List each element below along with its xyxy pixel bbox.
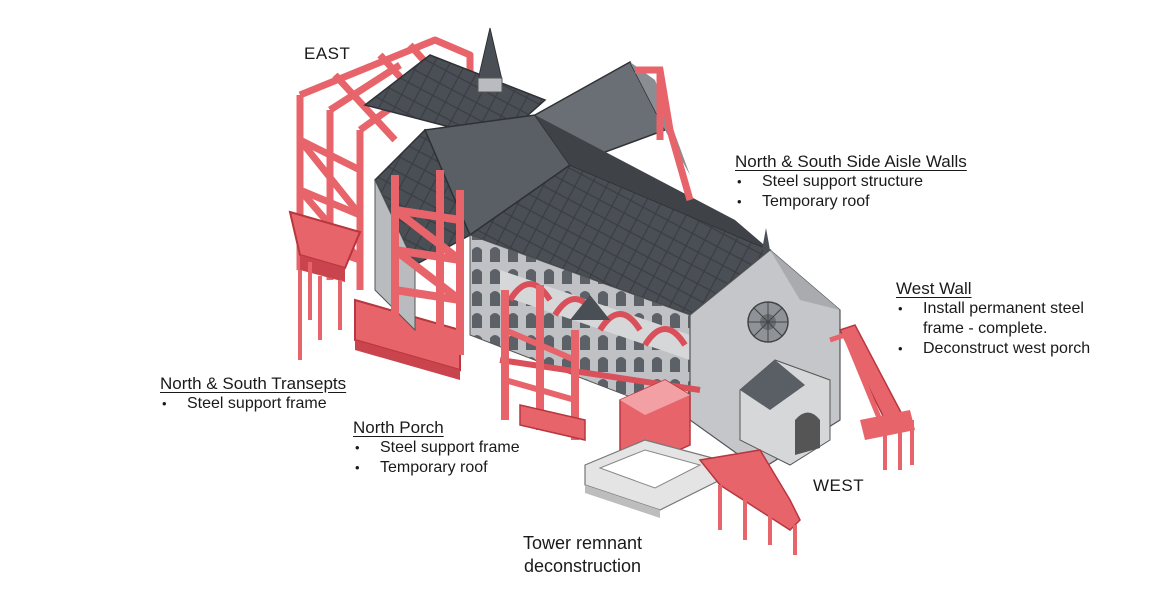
- callout-item: Steel support frame: [160, 394, 346, 414]
- tower-foundation: [584, 439, 721, 518]
- callout-item: Deconstruct west porch: [896, 339, 1090, 359]
- east-steel-platform: [288, 210, 461, 380]
- tower-label-line: deconstruction: [523, 556, 642, 576]
- callout-north-porch: North Porch Steel support frame Temporar…: [353, 417, 520, 478]
- callout-item: Temporary roof: [353, 458, 520, 478]
- east-spire: [477, 27, 503, 93]
- south-transept-steel-frame: [635, 66, 694, 201]
- callout-title: North Porch: [353, 418, 444, 437]
- callout-item: Steel support frame: [353, 438, 520, 458]
- north-porch-steel-frame: [501, 285, 610, 441]
- west-direction-label: WEST: [813, 476, 865, 495]
- tower-label-line: Tower remnant: [523, 533, 643, 553]
- east-direction-label: EAST: [304, 44, 351, 63]
- north-transept-steel-frame: [391, 170, 464, 355]
- callout-title: North & South Transepts: [160, 374, 347, 393]
- callout-tower: Tower remnant deconstruction: [523, 532, 642, 578]
- callout-aisle-walls: North & South Side Aisle Walls Steel sup…: [735, 151, 967, 212]
- west-steel-frames: [698, 324, 915, 555]
- callout-title: North & South Side Aisle Walls: [735, 152, 967, 171]
- east-piles: [298, 262, 342, 360]
- callout-transepts: North & South Transepts Steel support fr…: [160, 373, 346, 414]
- west-facade: [689, 228, 841, 471]
- callout-item: Temporary roof: [735, 192, 967, 212]
- callout-item: Install permanent steel: [896, 299, 1090, 319]
- callout-west-wall: West Wall Install permanent steel frame …: [896, 278, 1090, 359]
- callout-title: West Wall: [896, 279, 972, 298]
- callout-item: Steel support structure: [735, 172, 967, 192]
- callout-item-continuation: frame - complete.: [923, 320, 1048, 337]
